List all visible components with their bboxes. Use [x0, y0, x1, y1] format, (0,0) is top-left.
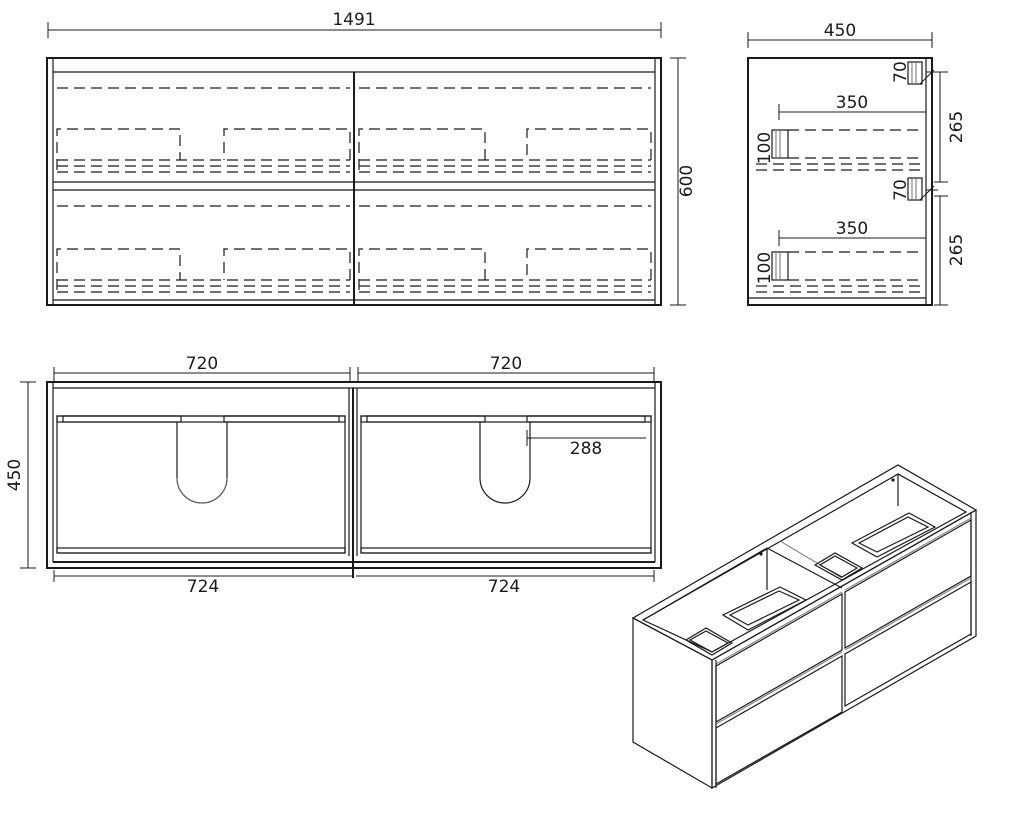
front-drawer-top-right: [358, 87, 652, 173]
side-drawer-height-bottom-label: 265: [947, 234, 967, 266]
side-drawer-bottom: 350 70 100: [755, 177, 938, 293]
front-height-dimension: 600: [670, 57, 697, 306]
side-drawer-height-dimensions: 265 265: [934, 71, 967, 306]
front-drawer-bottom-left: [56, 205, 351, 293]
plan-left-cutout: [176, 422, 228, 504]
side-inner-height-top-label: 100: [755, 132, 775, 164]
side-inner-depth-bottom-label: 350: [836, 219, 868, 239]
side-inner-depth-top-label: 350: [836, 93, 868, 113]
front-width-label: 1491: [332, 10, 375, 30]
plan-top-right-label: 720: [490, 354, 522, 374]
front-height-label: 600: [677, 165, 697, 197]
front-drawer-bottom-right: [358, 205, 652, 293]
plan-right-cutout: [479, 422, 531, 504]
plan-bottom-dimensions: 724 724: [53, 570, 655, 597]
plan-drawer-right: 288: [360, 415, 652, 554]
plan-depth-label: 450: [5, 459, 25, 491]
side-cabinet-outline: [747, 57, 933, 306]
side-gap-bottom-label: 70: [891, 179, 911, 201]
iso-front-face: [711, 508, 977, 790]
front-view: 1491 600: [46, 10, 697, 306]
plan-drawer-left: [56, 415, 346, 554]
iso-inner-box-left: [684, 586, 808, 656]
side-gap-top-label: 70: [891, 61, 911, 83]
plan-view: 450 720 720: [5, 354, 662, 597]
side-view: 450 350 70 100: [747, 21, 967, 306]
front-width-dimension: 1491: [47, 10, 662, 38]
side-depth-label: 450: [824, 21, 856, 41]
plan-cutout-label: 288: [570, 439, 602, 459]
isometric-view: [631, 464, 978, 790]
side-depth-dimension: 450: [747, 21, 933, 48]
side-drawer-top: 350 70 100: [755, 61, 938, 171]
iso-inner-box-right: [813, 512, 937, 581]
iso-top-rim: [631, 464, 978, 661]
front-drawer-top-left: [56, 87, 351, 173]
plan-depth-dimension: 450: [5, 381, 36, 569]
side-drawer-height-top-label: 265: [947, 111, 967, 143]
iso-side-panel: [632, 617, 713, 790]
plan-bottom-left-label: 724: [187, 577, 219, 597]
iso-drawer-fronts: [715, 517, 972, 786]
plan-bottom-right-label: 724: [488, 577, 520, 597]
plan-top-left-label: 720: [186, 354, 218, 374]
side-inner-height-bottom-label: 100: [755, 252, 775, 284]
plan-top-dimensions: 720 720: [53, 354, 655, 381]
